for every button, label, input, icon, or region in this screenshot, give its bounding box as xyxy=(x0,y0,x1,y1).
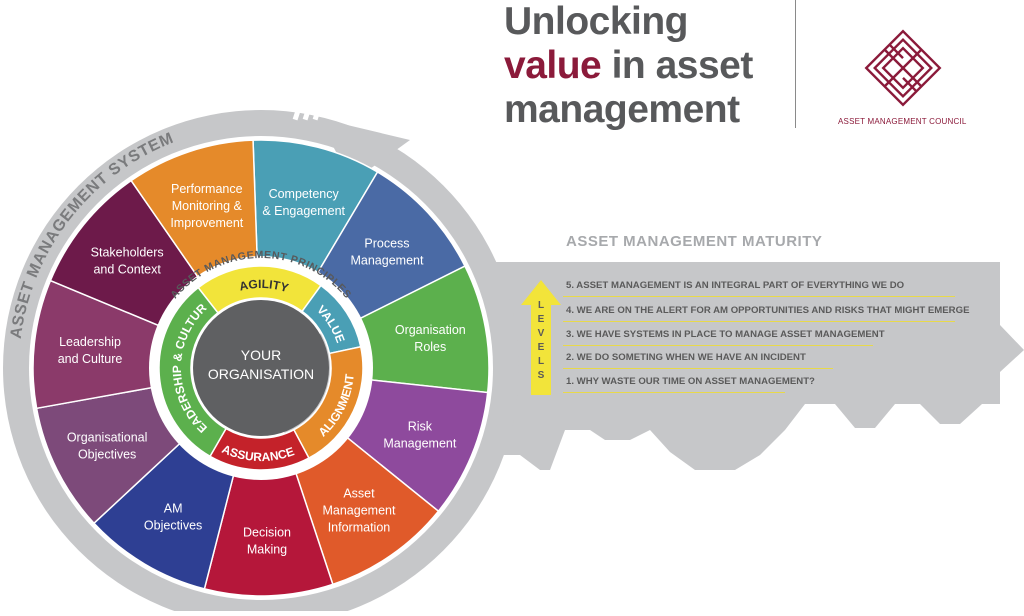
levels-letter: E xyxy=(538,342,545,353)
levels-letter: L xyxy=(538,356,544,367)
organisation-center: YOUR ORGANISATION xyxy=(193,300,329,436)
maturity-title: ASSET MANAGEMENT MATURITY xyxy=(566,233,823,250)
levels-letter: V xyxy=(538,328,545,339)
principle-label: AGILITY xyxy=(238,277,290,295)
levels-letter: E xyxy=(538,314,545,325)
arrow-tick xyxy=(302,97,315,121)
level-4: 4. WE ARE ON THE ALERT FOR AM OPPORTUNIT… xyxy=(566,305,970,316)
title-line-2: value in asset xyxy=(504,44,784,88)
level-5: 5. ASSET MANAGEMENT IS AN INTEGRAL PART … xyxy=(566,280,905,291)
system-arrow-head xyxy=(318,118,410,182)
organisation-circle xyxy=(193,300,329,436)
title-accent: value xyxy=(504,44,602,87)
title-divider xyxy=(795,0,796,128)
key-shaft xyxy=(440,262,1024,470)
level-1: 1. WHY WASTE OUR TIME ON ASSET MANAGEMEN… xyxy=(566,376,815,387)
levels-letter: S xyxy=(538,370,545,381)
principle-segment xyxy=(158,286,228,458)
level-2: 2. WE DO SOMETING WHEN WE HAVE AN INCIDE… xyxy=(566,352,806,363)
title-line-2-rest: in asset xyxy=(601,44,754,87)
level-3: 3. WE HAVE SYSTEMS IN PLACE TO MANAGE AS… xyxy=(566,329,885,340)
level-1-underline xyxy=(563,392,785,393)
page-title: Unlocking value in asset management xyxy=(504,0,784,132)
level-3-underline xyxy=(563,345,873,346)
center-line-2: ORGANISATION xyxy=(208,366,314,382)
council-name: ASSET MANAGEMENT COUNCIL xyxy=(838,117,967,126)
arrow-tick xyxy=(312,97,325,121)
levels-arrow-shape xyxy=(521,280,561,395)
arrow-tick xyxy=(292,97,305,121)
system-segment-label: Competency& Engagement xyxy=(262,187,345,218)
title-line-1: Unlocking xyxy=(504,0,689,43)
center-line-1: YOUR xyxy=(241,347,281,363)
council-logo-icon xyxy=(864,29,942,107)
level-4-underline xyxy=(563,321,955,322)
title-line-3: management xyxy=(504,88,740,131)
level-2-underline xyxy=(563,368,833,369)
levels-letter: L xyxy=(538,300,544,311)
level-5-underline xyxy=(563,296,955,297)
